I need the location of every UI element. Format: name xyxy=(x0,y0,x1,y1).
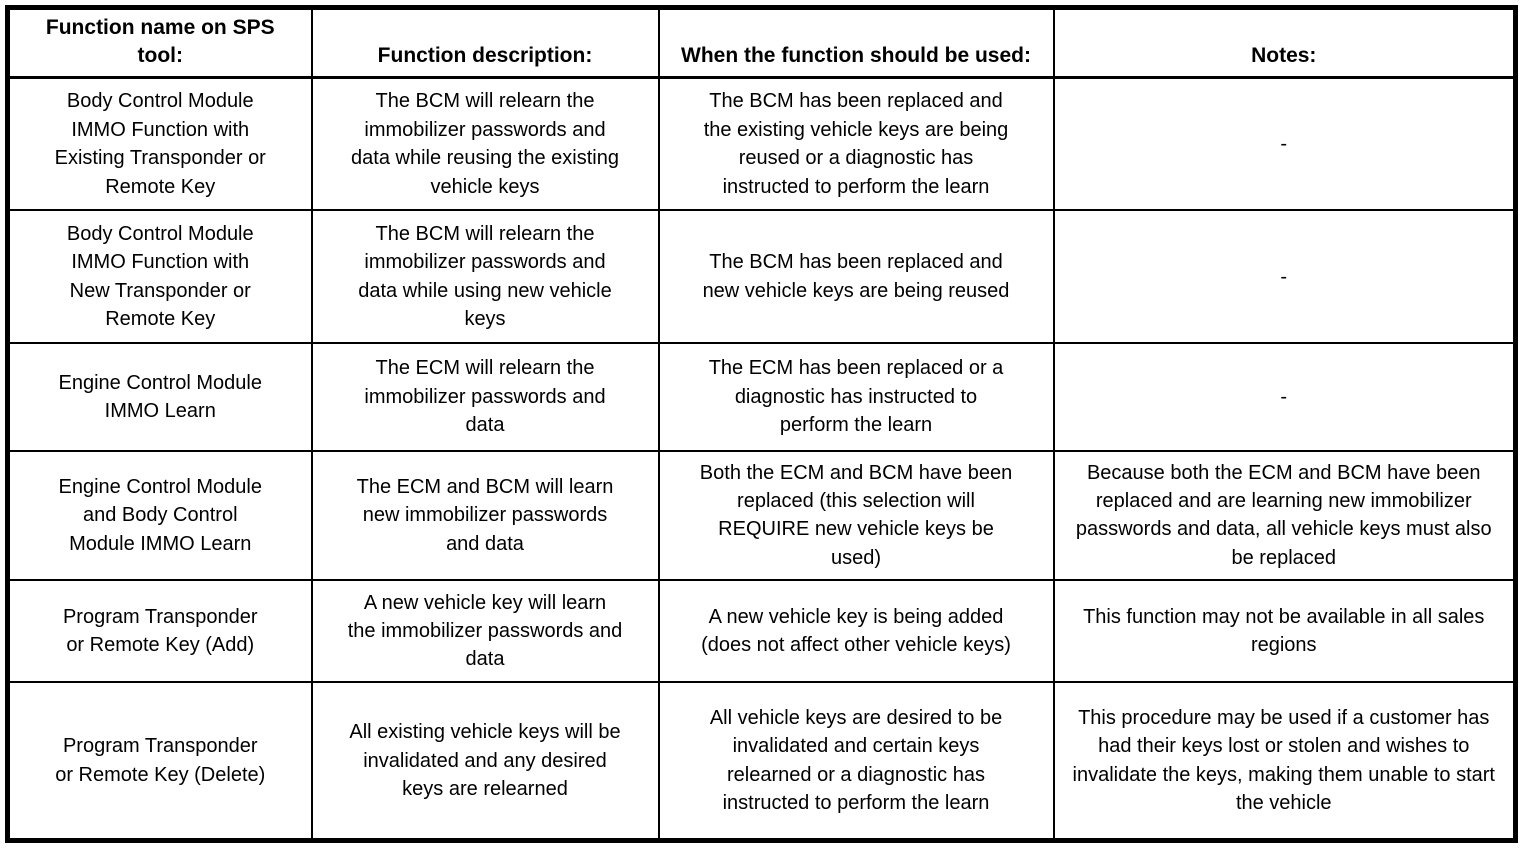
cell-function-description: All existing vehicle keys will be invali… xyxy=(310,681,660,842)
header-notes: Notes: xyxy=(1052,6,1517,79)
cell-when-used: The BCM has been replaced and new vehicl… xyxy=(657,209,1055,345)
cell-function-description: The BCM will relearn the immobilizer pas… xyxy=(310,76,660,212)
cell-notes: - xyxy=(1052,76,1517,212)
cell-notes: - xyxy=(1052,342,1517,452)
cell-function-name: Program Transponder or Remote Key (Delet… xyxy=(6,681,313,842)
cell-function-name: Engine Control Module and Body Control M… xyxy=(6,449,313,581)
cell-function-name: Body Control Module IMMO Function with E… xyxy=(6,76,313,212)
cell-function-description: The ECM will relearn the immobilizer pas… xyxy=(310,342,660,452)
cell-when-used: The BCM has been replaced and the existi… xyxy=(657,76,1055,212)
header-function-name: Function name on SPS tool: xyxy=(6,6,313,79)
cell-function-description: The ECM and BCM will learn new immobiliz… xyxy=(310,449,660,581)
table-row: Program Transponder or Remote Key (Delet… xyxy=(6,681,1517,842)
cell-notes: - xyxy=(1052,209,1517,345)
table-row: Engine Control Module IMMO Learn The ECM… xyxy=(6,342,1517,452)
table-row: Program Transponder or Remote Key (Add) … xyxy=(6,578,1517,684)
cell-function-name: Engine Control Module IMMO Learn xyxy=(6,342,313,452)
table-row: Body Control Module IMMO Function with N… xyxy=(6,209,1517,345)
table-header-row: Function name on SPS tool: Function desc… xyxy=(6,6,1517,79)
cell-notes: This function may not be available in al… xyxy=(1052,578,1517,684)
cell-notes: Because both the ECM and BCM have been r… xyxy=(1052,449,1517,581)
header-when-used: When the function should be used: xyxy=(657,6,1055,79)
cell-when-used: Both the ECM and BCM have been replaced … xyxy=(657,449,1055,581)
cell-function-description: A new vehicle key will learn the immobil… xyxy=(310,578,660,684)
cell-function-description: The BCM will relearn the immobilizer pas… xyxy=(310,209,660,345)
table-row: Body Control Module IMMO Function with E… xyxy=(6,76,1517,212)
table-row: Engine Control Module and Body Control M… xyxy=(6,449,1517,581)
cell-notes: This procedure may be used if a customer… xyxy=(1052,681,1517,842)
header-function-description: Function description: xyxy=(310,6,660,79)
cell-when-used: The ECM has been replaced or a diagnosti… xyxy=(657,342,1055,452)
cell-when-used: A new vehicle key is being added (does n… xyxy=(657,578,1055,684)
cell-function-name: Body Control Module IMMO Function with N… xyxy=(6,209,313,345)
cell-when-used: All vehicle keys are desired to be inval… xyxy=(657,681,1055,842)
sps-functions-table: Function name on SPS tool: Function desc… xyxy=(5,5,1518,843)
cell-function-name: Program Transponder or Remote Key (Add) xyxy=(6,578,313,684)
